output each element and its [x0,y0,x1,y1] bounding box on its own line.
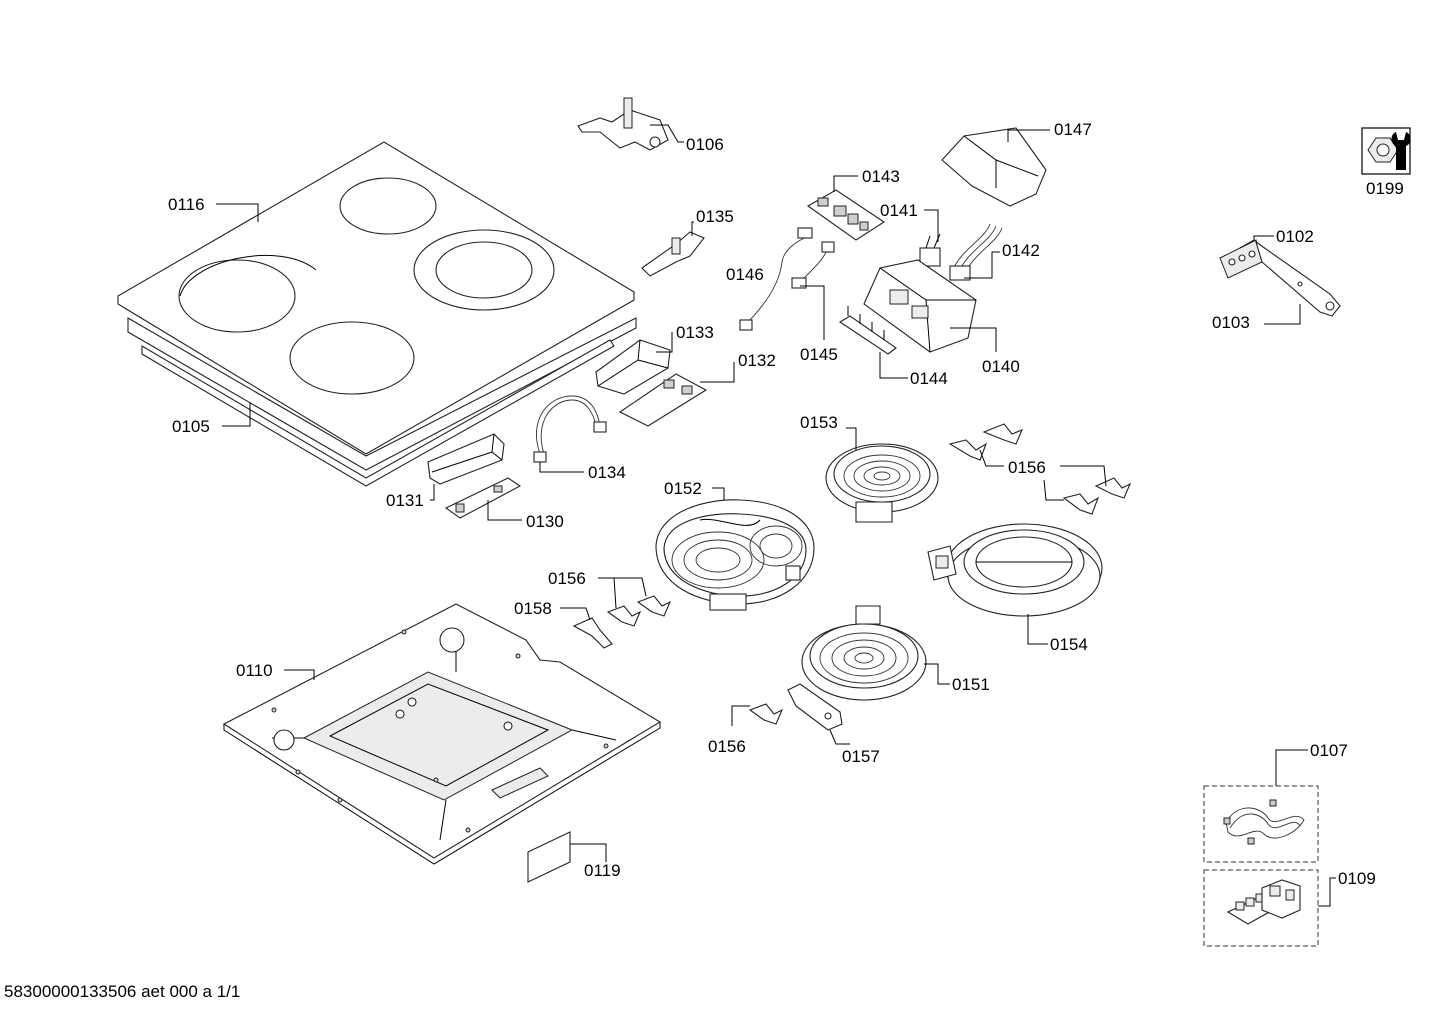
label-0146: 0146 [726,265,764,284]
part-0158-bracket [572,617,613,649]
part-0119-label-plate [527,831,571,883]
label-0156-mid: 0156 [548,569,586,588]
part-0109-kit [1203,869,1319,947]
label-0156-lower: 0156 [708,737,746,756]
label-0134: 0134 [588,463,626,482]
label-0131: 0131 [386,491,424,510]
label-0144: 0144 [910,369,948,388]
part-0106-drawing [577,97,684,151]
part-0141-connector [919,233,941,267]
label-0145: 0145 [800,345,838,364]
part-0152-oval-burner [655,499,815,611]
part-0132-board [618,373,708,427]
label-0151: 0151 [952,675,990,694]
part-0145-cable [791,241,835,289]
label-0140: 0140 [982,357,1020,376]
part-0143-pcb [806,189,886,241]
label-0130: 0130 [526,512,564,531]
label-0141: 0141 [880,201,918,220]
part-0142-wiring [949,223,1003,281]
label-0153: 0153 [800,413,838,432]
part-0147-cover [941,127,1047,207]
label-0143: 0143 [862,167,900,186]
part-0156-clip-lower [748,703,784,725]
label-0102: 0102 [1276,227,1314,246]
part-0151-burner [801,605,927,701]
wrench-nut-icon [1361,127,1411,175]
part-0144-rail [838,306,897,355]
part-0130-board [444,477,522,519]
part-0134-cable [533,395,607,463]
label-0154: 0154 [1050,635,1088,654]
label-0119: 0119 [584,861,621,880]
label-0152: 0152 [664,479,702,498]
label-0116: 0116 [168,195,205,214]
label-0110: 0110 [236,661,273,680]
part-0102-0103-strap [1219,239,1341,317]
label-0199: 0199 [1366,179,1404,198]
part-0146-cable [739,227,813,331]
part-0157-bracket [787,683,843,731]
part-0116-cooktop-glass [116,141,636,455]
part-0131-block [427,433,505,485]
part-0105-frame [127,317,637,487]
label-0133: 0133 [676,323,714,342]
label-0156-upper: 0156 [1008,458,1046,477]
label-0135: 0135 [696,207,734,226]
part-0107-kit [1203,785,1319,863]
label-0105: 0105 [172,417,210,436]
part-0135-clip [641,231,705,277]
label-0157: 0157 [842,747,880,766]
part-0140-housing [863,259,977,353]
label-0106: 0106 [686,135,724,154]
label-0147: 0147 [1054,120,1092,139]
part-0156-clips-upper [948,423,1132,515]
label-0158: 0158 [514,599,552,618]
label-0109: 0109 [1338,869,1376,888]
part-0156-clips-mid [606,595,672,627]
part-0154-large-burner [927,523,1103,617]
part-0133-module [595,339,671,395]
part-0110-base-tray [222,603,662,865]
label-0142: 0142 [1002,241,1040,260]
label-0132: 0132 [738,351,776,370]
document-id: 58300000133506 aet 000 a 1/1 [4,982,240,1001]
part-0153-burner [825,443,939,523]
label-0103: 0103 [1212,313,1250,332]
label-0107: 0107 [1310,741,1348,760]
